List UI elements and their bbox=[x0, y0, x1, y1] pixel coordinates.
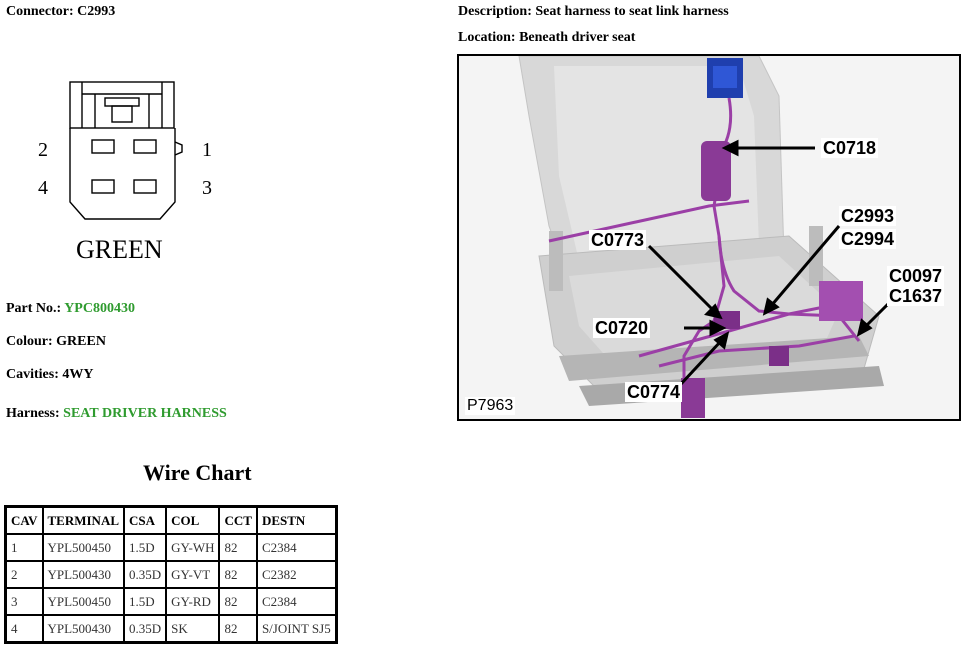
callout-c1637: C1637 bbox=[887, 286, 945, 306]
connector-label: Connector: C2993 bbox=[6, 4, 116, 19]
cell-csa: 0.35D bbox=[123, 614, 168, 644]
cell-col: GY-WH bbox=[165, 533, 221, 562]
header-cav: CAV bbox=[4, 505, 44, 535]
location-row: Location: Beneath driver seat bbox=[458, 30, 636, 45]
cell-csa: 1.5D bbox=[123, 587, 168, 616]
harness-link[interactable]: SEAT DRIVER HARNESS bbox=[63, 406, 227, 421]
cell-col: GY-RD bbox=[165, 587, 221, 616]
description-row: Description: Seat harness to seat link h… bbox=[458, 4, 729, 19]
harness-row: Harness: SEAT DRIVER HARNESS bbox=[6, 406, 227, 421]
cell-terminal: YPL500450 bbox=[41, 587, 126, 616]
callout-c0773: C0773 bbox=[589, 230, 647, 250]
table-row: 4 YPL500430 0.35D SK 82 S/JOINT SJ5 bbox=[4, 614, 338, 644]
table-row: 1 YPL500450 1.5D GY-WH 82 C2384 bbox=[4, 533, 338, 562]
table-header-row: CAV TERMINAL CSA COL CCT DESTN bbox=[4, 505, 338, 535]
cell-cct: 82 bbox=[218, 533, 258, 562]
cell-col: SK bbox=[165, 614, 221, 644]
cell-terminal: YPL500450 bbox=[41, 533, 126, 562]
header-cct: CCT bbox=[218, 505, 258, 535]
cell-cav: 4 bbox=[4, 614, 44, 644]
cell-destn: S/JOINT SJ5 bbox=[255, 614, 338, 644]
photo-reference: P7963 bbox=[465, 397, 516, 415]
wire-chart-title: Wire Chart bbox=[143, 460, 252, 485]
callout-c2994: C2994 bbox=[839, 229, 897, 249]
callout-c2993: C2993 bbox=[839, 206, 897, 226]
wire-chart-table: CAV TERMINAL CSA COL CCT DESTN 1 YPL5004… bbox=[4, 505, 338, 644]
callout-c0720: C0720 bbox=[593, 318, 651, 338]
pin-3-label: 3 bbox=[202, 177, 212, 199]
cell-csa: 1.5D bbox=[123, 533, 168, 562]
table-row: 2 YPL500430 0.35D GY-VT 82 C2382 bbox=[4, 560, 338, 589]
cell-cav: 2 bbox=[4, 560, 44, 589]
cell-cct: 82 bbox=[218, 560, 258, 589]
pin-2-label: 2 bbox=[38, 139, 48, 161]
seat-illustration bbox=[518, 56, 893, 418]
cell-cct: 82 bbox=[218, 614, 258, 644]
callout-c0718: C0718 bbox=[821, 138, 879, 158]
pin-4-label: 4 bbox=[38, 177, 48, 199]
cell-cav: 3 bbox=[4, 587, 44, 616]
callout-c0774: C0774 bbox=[625, 382, 683, 402]
cell-col: GY-VT bbox=[165, 560, 221, 589]
part-no-row: Part No.: YPC800430 bbox=[6, 301, 135, 316]
cell-destn: C2382 bbox=[255, 560, 338, 589]
header-terminal: TERMINAL bbox=[41, 505, 126, 535]
cavities-row: Cavities: 4WY bbox=[6, 367, 94, 382]
connector-colour-text: GREEN bbox=[76, 235, 163, 264]
cell-terminal: YPL500430 bbox=[41, 560, 126, 589]
header-destn: DESTN bbox=[255, 505, 338, 535]
header-csa: CSA bbox=[123, 505, 168, 535]
table-row: 3 YPL500450 1.5D GY-RD 82 C2384 bbox=[4, 587, 338, 616]
callout-c0097: C0097 bbox=[887, 266, 945, 286]
header-col: COL bbox=[165, 505, 221, 535]
connector-face-diagram: 2 1 4 3 GREEN bbox=[38, 81, 212, 264]
cell-terminal: YPL500430 bbox=[41, 614, 126, 644]
pin-1-label: 1 bbox=[202, 139, 212, 161]
cell-destn: C2384 bbox=[255, 533, 338, 562]
part-no-link[interactable]: YPC800430 bbox=[64, 301, 135, 316]
cell-cct: 82 bbox=[218, 587, 258, 616]
cell-csa: 0.35D bbox=[123, 560, 168, 589]
cell-cav: 1 bbox=[4, 533, 44, 562]
colour-row: Colour: GREEN bbox=[6, 334, 106, 349]
location-image: C0718 C2993 C2994 C0773 C0097 C1637 C072… bbox=[457, 54, 961, 421]
cell-destn: C2384 bbox=[255, 587, 338, 616]
